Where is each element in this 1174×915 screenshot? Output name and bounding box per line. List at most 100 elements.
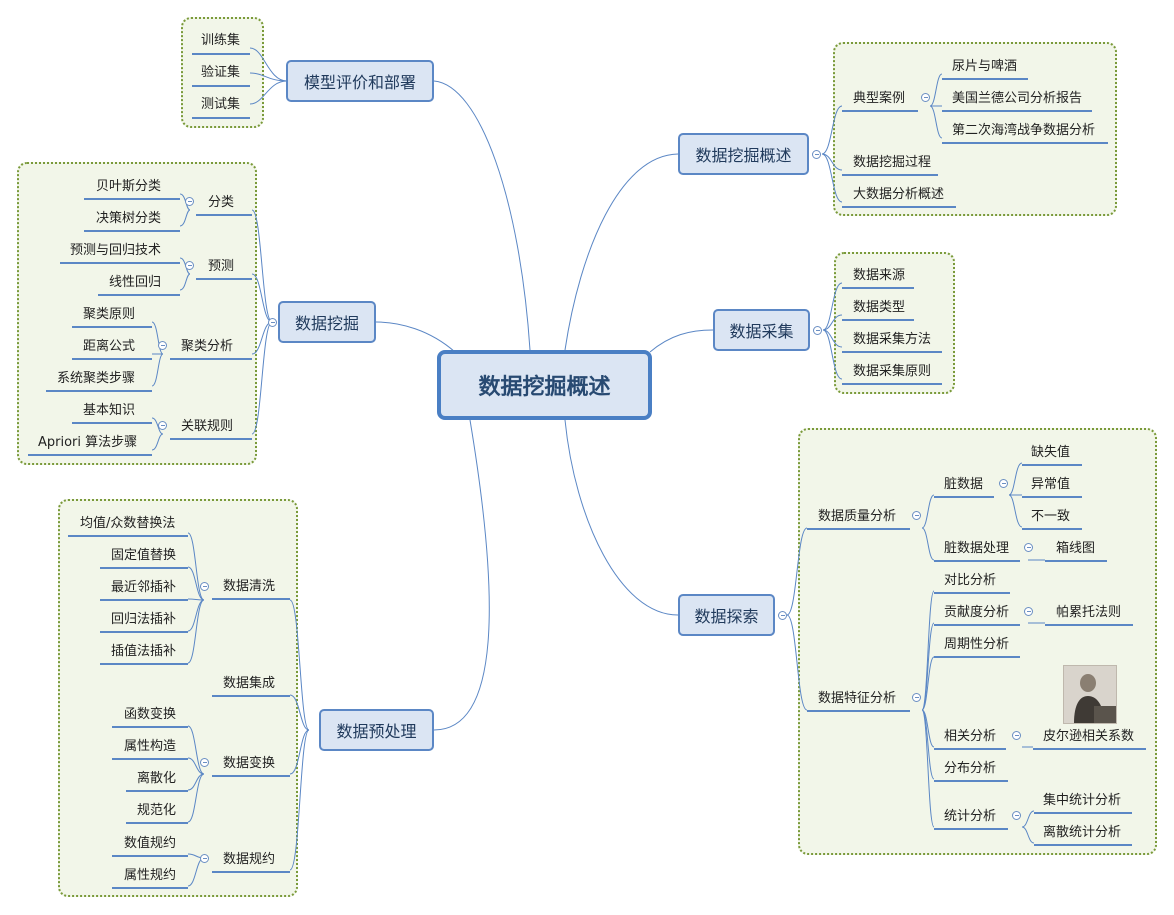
node-data-integration[interactable]: 数据集成 [223, 675, 275, 693]
node-case-diapers-beer[interactable]: 尿片与啤酒 [952, 58, 1017, 76]
node-hierarchical-steps[interactable]: 系统聚类步骤 [57, 370, 135, 388]
node-mean-mode[interactable]: 均值/众数替换法 [80, 515, 175, 533]
node-discretize[interactable]: 离散化 [137, 770, 176, 788]
node-clustering[interactable]: 聚类分析 [181, 338, 233, 356]
underline [46, 390, 152, 392]
node-attribute-reduction[interactable]: 属性规约 [124, 867, 176, 885]
node-normalize[interactable]: 规范化 [137, 802, 176, 820]
root-topic[interactable]: 数据挖掘概述 [437, 350, 652, 420]
collapse-collection-icon[interactable] [813, 326, 822, 335]
node-typical-cases[interactable]: 典型案例 [853, 90, 905, 108]
collapse-statistics-icon[interactable] [1012, 811, 1021, 820]
node-function-transform[interactable]: 函数变换 [124, 706, 176, 724]
underline [842, 383, 942, 385]
topic-overview[interactable]: 数据挖掘概述 [678, 133, 809, 175]
collapse-classification-icon[interactable] [185, 197, 194, 206]
underline [84, 230, 180, 232]
node-interpolation[interactable]: 插值法插补 [111, 643, 176, 661]
underline [842, 206, 956, 208]
node-collection-principle[interactable]: 数据采集原则 [853, 363, 931, 381]
topic-model-eval[interactable]: 模型评价和部署 [286, 60, 434, 102]
node-test-set[interactable]: 测试集 [201, 96, 240, 114]
node-attribute-construct[interactable]: 属性构造 [124, 738, 176, 756]
node-data-transform[interactable]: 数据变换 [223, 755, 275, 773]
collapse-overview-icon[interactable] [812, 150, 821, 159]
node-classification[interactable]: 分类 [208, 194, 234, 212]
node-contribution-analysis[interactable]: 贡献度分析 [944, 604, 1009, 622]
node-statistical-analysis[interactable]: 统计分析 [944, 808, 996, 826]
underline [1045, 624, 1133, 626]
underline [196, 214, 252, 216]
node-quality-analysis[interactable]: 数据质量分析 [818, 508, 896, 526]
node-case-rand-report[interactable]: 美国兰德公司分析报告 [952, 90, 1082, 108]
collapse-reduction-icon[interactable] [200, 854, 209, 863]
collapse-clustering-icon[interactable] [158, 341, 167, 350]
node-decision-tree[interactable]: 决策树分类 [96, 210, 161, 228]
topic-collection[interactable]: 数据采集 [713, 309, 810, 351]
node-inconsistent[interactable]: 不一致 [1031, 508, 1070, 526]
underline [934, 560, 1020, 562]
underline [1033, 748, 1146, 750]
collapse-prediction-icon[interactable] [185, 261, 194, 270]
topic-exploration[interactable]: 数据探索 [678, 594, 775, 636]
collapse-mining-icon[interactable] [268, 318, 277, 327]
node-dirty-data[interactable]: 脏数据 [944, 476, 983, 494]
underline [934, 828, 1008, 830]
collapse-exploration-icon[interactable] [778, 611, 787, 620]
underline [934, 624, 1020, 626]
underline [192, 85, 250, 87]
node-basic-knowledge[interactable]: 基本知识 [83, 402, 135, 420]
node-association[interactable]: 关联规则 [181, 418, 233, 436]
node-big-data-overview[interactable]: 大数据分析概述 [853, 186, 944, 204]
collapse-contribution-icon[interactable] [1024, 607, 1033, 616]
node-central-statistics[interactable]: 集中统计分析 [1043, 792, 1121, 810]
collapse-typical-cases-icon[interactable] [921, 93, 930, 102]
node-case-gulf-war[interactable]: 第二次海湾战争数据分析 [952, 122, 1095, 140]
node-correlation-analysis[interactable]: 相关分析 [944, 728, 996, 746]
collapse-transform-icon[interactable] [200, 758, 209, 767]
collapse-cleaning-icon[interactable] [200, 582, 209, 591]
node-feature-analysis[interactable]: 数据特征分析 [818, 690, 896, 708]
node-distribution-analysis[interactable]: 分布分析 [944, 760, 996, 778]
collapse-dirty-processing-icon[interactable] [1024, 543, 1033, 552]
node-fixed-value[interactable]: 固定值替换 [111, 547, 176, 565]
node-data-source[interactable]: 数据来源 [853, 267, 905, 285]
node-outlier[interactable]: 异常值 [1031, 476, 1070, 494]
node-distance-formula[interactable]: 距离公式 [83, 338, 135, 356]
node-pearson[interactable]: 皮尔逊相关系数 [1043, 728, 1134, 746]
node-numeric-reduction[interactable]: 数值规约 [124, 835, 176, 853]
node-collection-method[interactable]: 数据采集方法 [853, 331, 931, 349]
node-dispersion-statistics[interactable]: 离散统计分析 [1043, 824, 1121, 842]
collapse-dirty-data-icon[interactable] [999, 479, 1008, 488]
underline [942, 110, 1092, 112]
node-contrast-analysis[interactable]: 对比分析 [944, 572, 996, 590]
node-cluster-principle[interactable]: 聚类原则 [83, 306, 135, 324]
collapse-features-icon[interactable] [912, 693, 921, 702]
underline [100, 663, 188, 665]
topic-preprocess[interactable]: 数据预处理 [319, 709, 434, 751]
node-pareto[interactable]: 帕累托法则 [1056, 604, 1121, 622]
collapse-correlation-icon[interactable] [1012, 731, 1021, 740]
node-data-cleaning[interactable]: 数据清洗 [223, 578, 275, 596]
node-nearest-neighbor[interactable]: 最近邻插补 [111, 579, 176, 597]
node-mining-process[interactable]: 数据挖掘过程 [853, 154, 931, 172]
node-regression-impute[interactable]: 回归法插补 [111, 611, 176, 629]
node-train-set[interactable]: 训练集 [201, 32, 240, 50]
node-data-type[interactable]: 数据类型 [853, 299, 905, 317]
topic-mining[interactable]: 数据挖掘 [278, 301, 376, 343]
node-data-reduction[interactable]: 数据规约 [223, 851, 275, 869]
collapse-quality-icon[interactable] [912, 511, 921, 520]
node-linear-regression[interactable]: 线性回归 [109, 274, 161, 292]
node-bayes[interactable]: 贝叶斯分类 [96, 178, 161, 196]
node-boxplot[interactable]: 箱线图 [1056, 540, 1095, 558]
node-missing-value[interactable]: 缺失值 [1031, 444, 1070, 462]
node-apriori[interactable]: Apriori 算法步骤 [38, 434, 137, 452]
node-periodicity-analysis[interactable]: 周期性分析 [944, 636, 1009, 654]
node-validation-set[interactable]: 验证集 [201, 64, 240, 82]
node-dirty-processing[interactable]: 脏数据处理 [944, 540, 1009, 558]
node-prediction[interactable]: 预测 [208, 258, 234, 276]
underline [212, 598, 290, 600]
node-regression-tech[interactable]: 预测与回归技术 [70, 242, 161, 260]
collapse-association-icon[interactable] [158, 421, 167, 430]
